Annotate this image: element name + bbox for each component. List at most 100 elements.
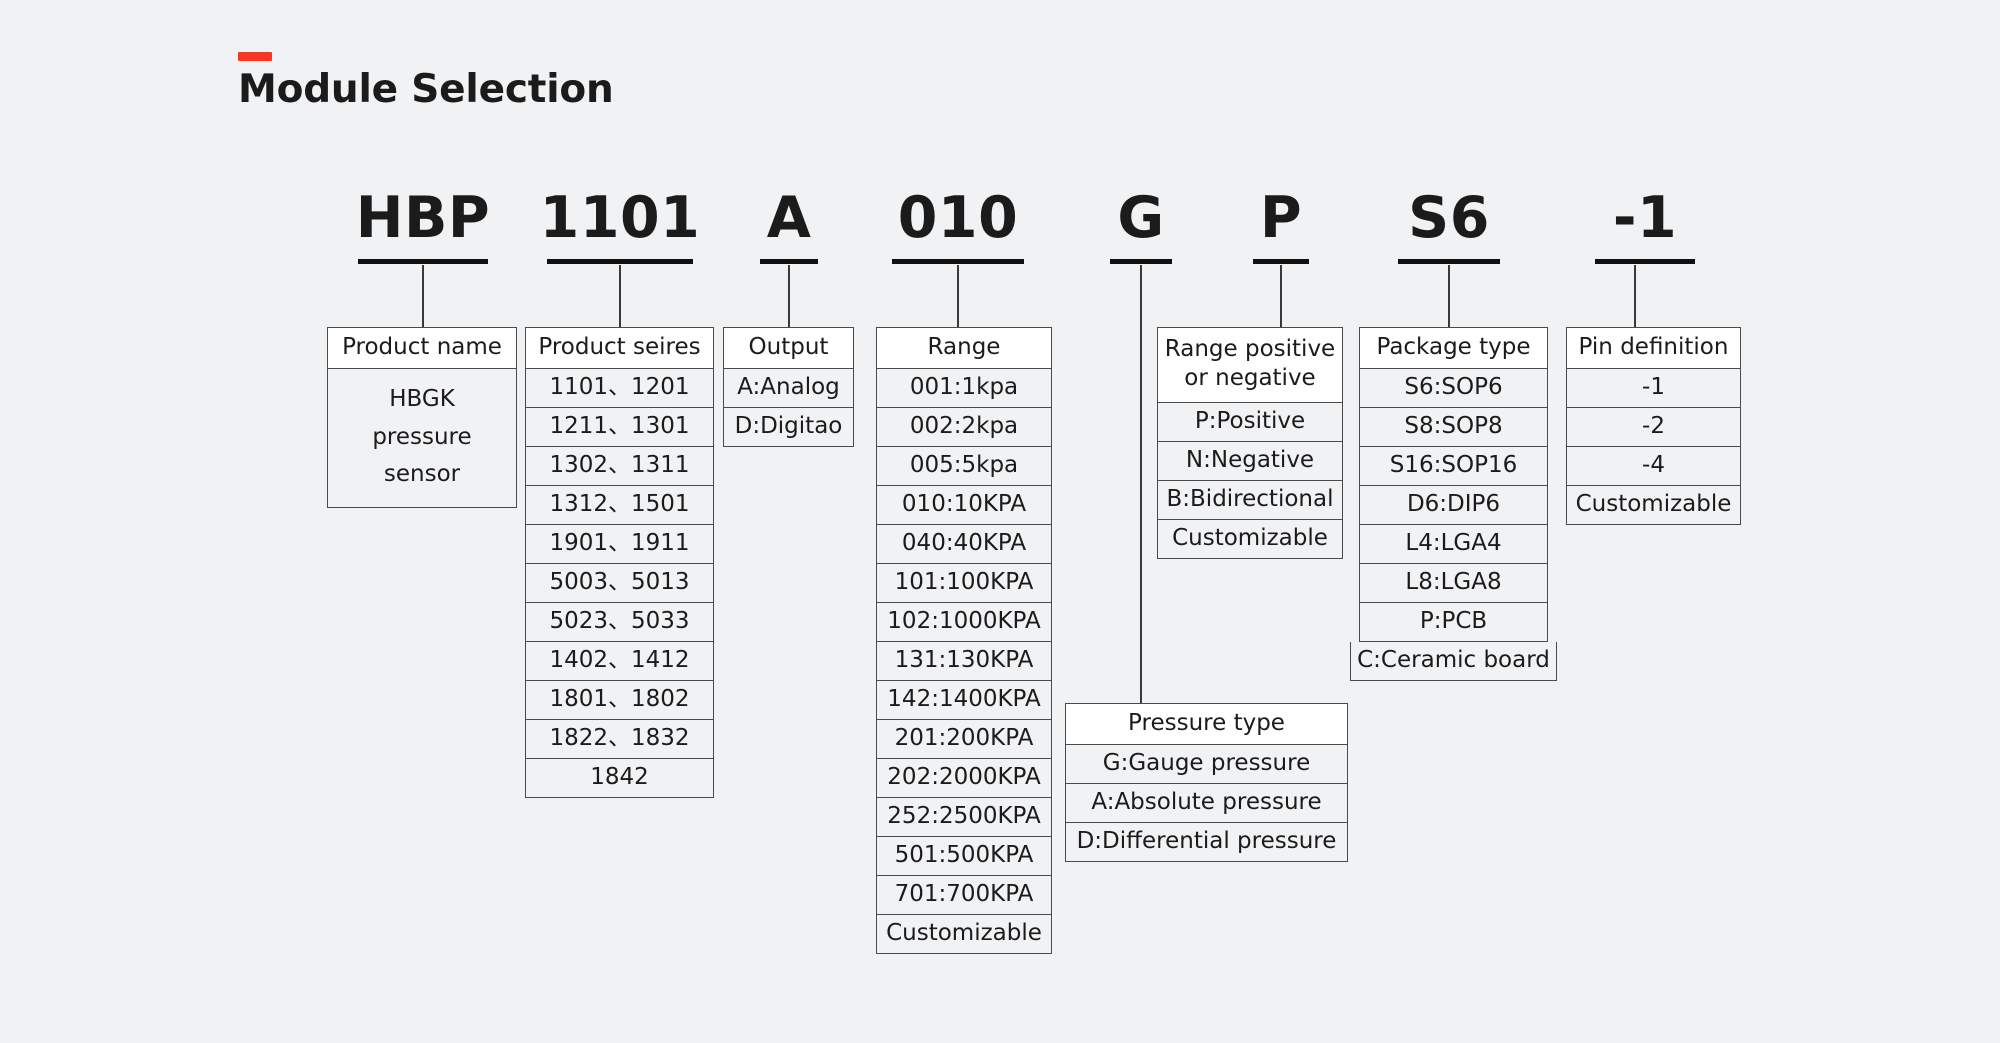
column-output: Output A:Analog D:Digitao: [723, 327, 854, 448]
list-item: 701:700KPA: [876, 876, 1052, 915]
product-name-line-3: sensor: [383, 460, 461, 487]
connector-range: [957, 265, 959, 327]
list-item: 142:1400KPA: [876, 681, 1052, 721]
list-item: A:Analog: [723, 369, 854, 409]
list-item: -4: [1566, 447, 1741, 487]
code-segment-range-polarity: P: [1243, 190, 1319, 264]
title-block: Module Selection: [238, 52, 614, 111]
code-segment-pressure-type: G: [1100, 190, 1182, 264]
list-item: 1801、1802: [525, 681, 714, 721]
range-polarity-header-line-1: Range positive: [1164, 336, 1336, 362]
connector-pressure-type: [1140, 265, 1142, 703]
code-text-dash1: -1: [1612, 185, 1678, 251]
list-item: 101:100KPA: [876, 564, 1052, 604]
list-item: S8:SOP8: [1359, 408, 1548, 448]
column-header-output: Output: [723, 327, 854, 370]
connector-product-series: [619, 265, 621, 327]
code-text-hbp: HBP: [355, 185, 491, 251]
list-item: 001:1kpa: [876, 369, 1052, 409]
code-text-1101: 1101: [539, 185, 701, 251]
column-pin-definition: Pin definition -1 -2 -4 Customizable: [1566, 327, 1741, 526]
list-item: 1402、1412: [525, 642, 714, 682]
list-item: Customizable: [876, 915, 1052, 954]
code-rule: [1398, 259, 1500, 264]
code-segment-package-type: S6: [1388, 190, 1510, 264]
list-item: S16:SOP16: [1359, 447, 1548, 487]
list-item: 1211、1301: [525, 408, 714, 448]
code-text-p: P: [1259, 185, 1303, 251]
list-item: D:Digitao: [723, 408, 854, 448]
list-item: 005:5kpa: [876, 447, 1052, 487]
column-range-polarity: Range positive or negative P:Positive N:…: [1157, 327, 1343, 559]
list-item: N:Negative: [1157, 441, 1343, 481]
code-rule: [358, 259, 488, 264]
connector-output: [788, 265, 790, 327]
column-range: Range 001:1kpa 002:2kpa 005:5kpa 010:10K…: [876, 327, 1052, 954]
list-item: 252:2500KPA: [876, 798, 1052, 838]
list-item: 002:2kpa: [876, 408, 1052, 448]
list-item: 1312、1501: [525, 486, 714, 526]
cell-product-name-body: HBGK pressure sensor: [327, 369, 517, 509]
list-item: A:Absolute pressure: [1065, 784, 1348, 824]
list-item: B:Bidirectional: [1157, 480, 1343, 520]
list-item: Customizable: [1566, 486, 1741, 526]
connector-package-type: [1448, 265, 1450, 327]
column-header-product-name: Product name: [327, 327, 517, 370]
code-segment-range: 010: [882, 190, 1034, 264]
connector-pin-definition: [1634, 265, 1636, 327]
connector-product-name: [422, 265, 424, 327]
list-item: 102:1000KPA: [876, 603, 1052, 643]
list-item: 202:2000KPA: [876, 759, 1052, 799]
code-segment-pin-definition: -1: [1585, 190, 1705, 264]
list-item: 1101、1201: [525, 369, 714, 409]
list-item: -2: [1566, 408, 1741, 448]
code-text-010: 010: [897, 185, 1019, 251]
list-item: P:PCB: [1359, 603, 1548, 643]
list-item: S6:SOP6: [1359, 369, 1548, 409]
code-rule: [1595, 259, 1695, 264]
code-rule: [892, 259, 1024, 264]
range-polarity-header-line-2: or negative: [1184, 365, 1316, 392]
column-package-type: Package type S6:SOP6 S8:SOP8 S16:SOP16 D…: [1350, 327, 1557, 682]
list-item: 5003、5013: [525, 564, 714, 604]
product-name-line-1: HBGK: [389, 386, 455, 413]
list-item: 5023、5033: [525, 603, 714, 643]
column-header-pressure-type: Pressure type: [1065, 703, 1348, 746]
code-text-g: G: [1117, 185, 1165, 251]
code-text-a: A: [766, 185, 812, 251]
product-name-line-2: pressure: [372, 423, 472, 450]
page-title: Module Selection: [238, 67, 614, 112]
list-item: D:Differential pressure: [1065, 823, 1348, 863]
column-header-product-series: Product seires: [525, 327, 714, 370]
list-item: 1842: [525, 759, 714, 799]
list-item: L4:LGA4: [1359, 525, 1548, 565]
code-rule: [760, 259, 818, 264]
list-item: 501:500KPA: [876, 837, 1052, 877]
list-item: 040:40KPA: [876, 525, 1052, 565]
column-pressure-type: Pressure type G:Gauge pressure A:Absolut…: [1065, 703, 1348, 863]
list-item: Customizable: [1157, 519, 1343, 559]
code-segment-product-name: HBP: [348, 190, 498, 264]
column-header-range-polarity: Range positive or negative: [1157, 327, 1343, 403]
code-text-s6: S6: [1408, 185, 1490, 251]
column-header-pin-definition: Pin definition: [1566, 327, 1741, 370]
list-item: 1302、1311: [525, 447, 714, 487]
list-item: 1901、1911: [525, 525, 714, 565]
code-rule: [547, 259, 693, 264]
list-item: 201:200KPA: [876, 720, 1052, 760]
column-header-package-type: Package type: [1359, 327, 1548, 370]
connector-range-polarity: [1280, 265, 1282, 327]
column-header-range: Range: [876, 327, 1052, 370]
column-product-series: Product seires 1101、1201 1211、1301 1302、…: [525, 327, 714, 799]
list-item: D6:DIP6: [1359, 486, 1548, 526]
list-item: C:Ceramic board: [1350, 642, 1557, 682]
column-product-name: Product name HBGK pressure sensor: [327, 327, 517, 509]
code-rule: [1110, 259, 1172, 264]
code-segment-output: A: [750, 190, 828, 264]
accent-bar: [238, 52, 272, 61]
list-item: P:Positive: [1157, 402, 1343, 442]
list-item: -1: [1566, 369, 1741, 409]
list-item: 010:10KPA: [876, 486, 1052, 526]
list-item: 1822、1832: [525, 720, 714, 760]
list-item: L8:LGA8: [1359, 564, 1548, 604]
